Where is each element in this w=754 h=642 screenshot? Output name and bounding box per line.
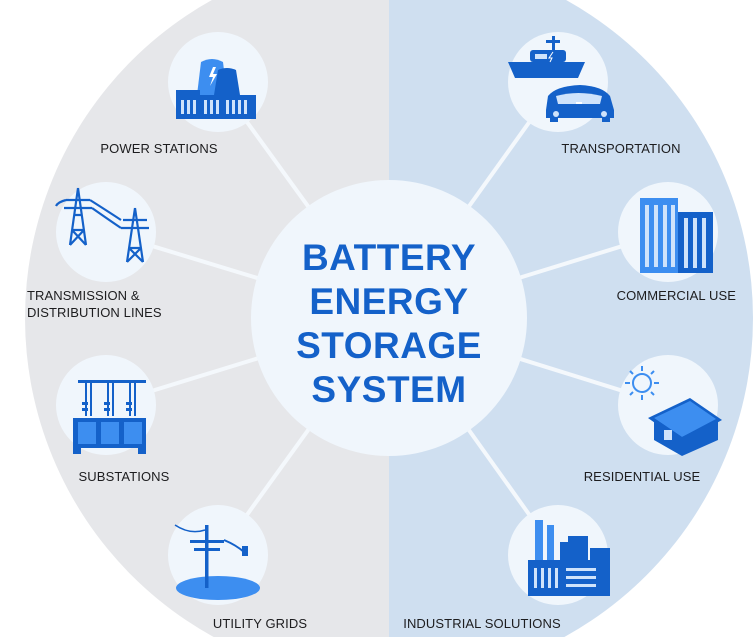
power-station-icon xyxy=(176,59,256,119)
factory-icon xyxy=(528,520,610,596)
solar-house-icon xyxy=(625,366,722,456)
label-utility-grids: UTILITY GRIDS xyxy=(212,616,308,631)
substation-icon xyxy=(73,380,146,454)
label-residential-use: RESIDENTIAL USE xyxy=(583,469,701,484)
label-power-stations: POWER STATIONS xyxy=(100,141,218,156)
transportation-icon xyxy=(508,36,614,122)
label-substations: SUBSTATIONS xyxy=(78,469,170,484)
transmission-tower-icon xyxy=(55,187,149,263)
label-transmission-2: DISTRIBUTION LINES xyxy=(27,305,162,320)
title-line-3: STORAGE xyxy=(296,325,482,366)
center-circle xyxy=(251,180,527,456)
label-transmission-1: TRANSMISSION & xyxy=(27,288,140,303)
title-line-2: ENERGY xyxy=(309,281,469,322)
label-commercial-use: COMMERCIAL USE xyxy=(616,288,736,303)
utility-pole-icon xyxy=(174,524,260,600)
title-line-1: BATTERY xyxy=(301,237,477,278)
label-industrial-solutions: INDUSTRIAL SOLUTIONS xyxy=(403,616,561,631)
office-building-icon xyxy=(640,198,713,273)
title-line-4: SYSTEM xyxy=(311,369,467,410)
label-transportation: TRANSPORTATION xyxy=(561,141,681,156)
center-title: BATTERY ENERGY STORAGE SYSTEM xyxy=(259,236,519,412)
